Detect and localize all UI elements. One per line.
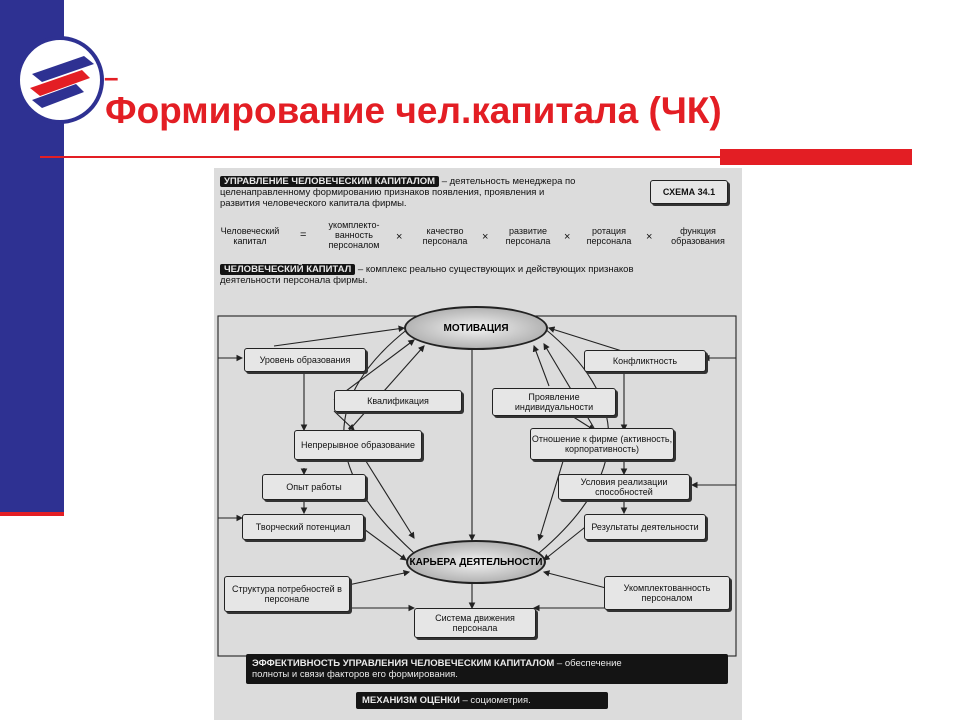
node-creative-potential: Творческий потенциал	[242, 514, 364, 540]
title-dash: –	[104, 62, 119, 92]
node-career: КАРЬЕРА ДЕЯТЕЛЬНОСТИ	[406, 540, 546, 584]
scheme-number-tag: СХЕМА 34.1	[650, 180, 728, 204]
definition-capital-text-b: деятельности персонала фирмы.	[220, 275, 368, 286]
effectiveness-note: ЭФФЕКТИВНОСТЬ УПРАВЛЕНИЯ ЧЕЛОВЕЧЕСКИМ КА…	[246, 654, 728, 684]
effectiveness-label: ЭФФЕКТИВНОСТЬ УПРАВЛЕНИЯ ЧЕЛОВЕЧЕСКИМ КА…	[252, 658, 555, 669]
formula-times-1: ×	[396, 231, 403, 243]
formula-times-2: ×	[482, 231, 489, 243]
company-logo	[16, 36, 104, 124]
title-accent-bar	[720, 149, 912, 165]
node-continuous-education: Непрерывное образование	[294, 430, 422, 460]
formula-term-quality: качество персонала	[422, 226, 468, 246]
node-individuality: Проявление индивидуальности	[492, 388, 616, 416]
formula-term-rotation: ротация персонала	[586, 226, 632, 246]
definition-management-text-c: развития человеческого капитала фирмы.	[220, 198, 407, 209]
node-conflict: Конфликтность	[584, 350, 706, 372]
definition-capital-text-a: – комплекс реально существующих и действ…	[357, 264, 634, 275]
definition-management-label: УПРАВЛЕНИЕ ЧЕЛОВЕЧЕСКИМ КАПИТАЛОМ	[220, 176, 440, 187]
node-qualification: Квалификация	[334, 390, 462, 412]
node-work-experience: Опыт работы	[262, 474, 366, 500]
node-attitude: Отношение к фирме (активность, корпорати…	[530, 428, 674, 460]
formula-times-4: ×	[646, 231, 653, 243]
formula-term-staffing: укомплекто-ванность персоналом	[328, 220, 380, 250]
definition-management: УПРАВЛЕНИЕ ЧЕЛОВЕЧЕСКИМ КАПИТАЛОМ – деят…	[220, 176, 634, 209]
definition-management-text-b: целенаправленному формированию признаков…	[220, 187, 545, 198]
effectiveness-text-a: – обеспечение	[556, 658, 622, 669]
page-title: Формирование чел.капитала (ЧК)	[105, 90, 722, 131]
definition-management-text-a: – деятельность менеджера по	[441, 176, 576, 187]
effectiveness-text-b: полноты и связи факторов его формировани…	[252, 669, 458, 680]
formula-term-development: развитие персонала	[505, 226, 551, 246]
node-results: Результаты деятельности	[584, 514, 706, 540]
node-staffing: Укомплектованность персоналом	[604, 576, 730, 610]
formula-term-education-function: функция образования	[671, 226, 725, 246]
formula-lhs: Человеческий капитал	[220, 226, 280, 246]
sidebar-red-accent	[0, 512, 64, 516]
node-movement-system: Система движения персонала	[414, 608, 536, 638]
definition-capital-label: ЧЕЛОВЕЧЕСКИЙ КАПИТАЛ	[220, 264, 356, 275]
node-motivation: МОТИВАЦИЯ	[404, 306, 548, 350]
definition-capital: ЧЕЛОВЕЧЕСКИЙ КАПИТАЛ – комплекс реально …	[220, 264, 720, 286]
mechanism-text: – социометрия.	[462, 695, 531, 706]
scheme-diagram: УПРАВЛЕНИЕ ЧЕЛОВЕЧЕСКИМ КАПИТАЛОМ – деят…	[214, 168, 742, 720]
mechanism-label: МЕХАНИЗМ ОЦЕНКИ	[362, 695, 460, 706]
formula-equals: =	[300, 229, 307, 241]
title-underline	[40, 156, 720, 158]
mechanism-note: МЕХАНИЗМ ОЦЕНКИ – социометрия.	[356, 692, 608, 709]
node-needs-structure: Структура потребностей в персонале	[224, 576, 350, 612]
formula-times-3: ×	[564, 231, 571, 243]
node-conditions: Условия реализации способностей	[558, 474, 690, 500]
node-education-level: Уровень образования	[244, 348, 366, 372]
